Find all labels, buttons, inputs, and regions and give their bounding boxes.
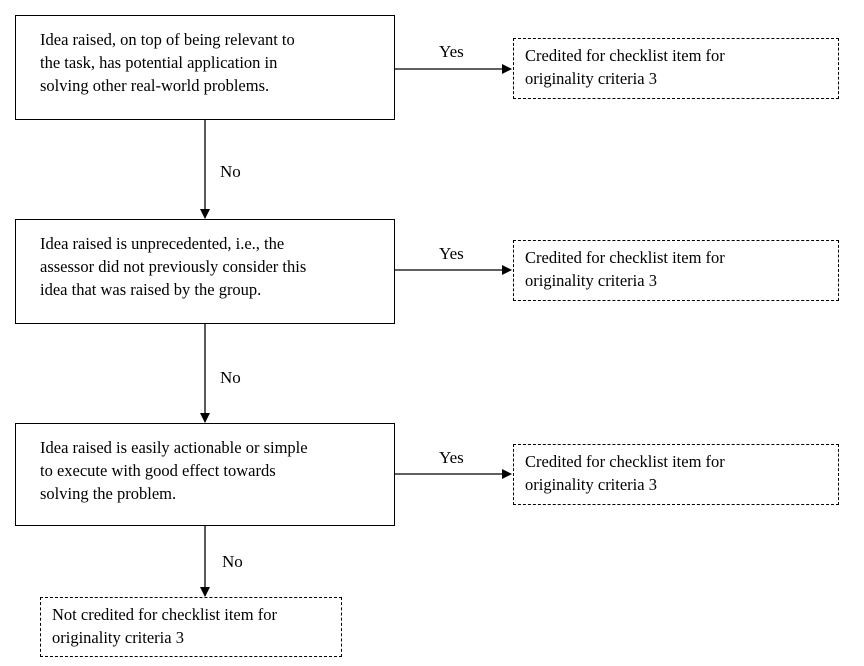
result-box-not-credited: Not credited for checklist item for orig… xyxy=(40,597,342,657)
no-label-3: No xyxy=(222,552,243,571)
decision-line: solving the problem. xyxy=(40,484,177,503)
decision-box-relevance: Idea raised, on top of being relevant to… xyxy=(15,15,395,120)
result-line: Credited for checklist item for xyxy=(525,452,725,471)
result-box-credited-2: Credited for checklist item for original… xyxy=(513,240,839,301)
result-line: originality criteria 3 xyxy=(52,628,184,647)
yes-label-2: Yes xyxy=(439,244,464,263)
decision-line: the task, has potential application in xyxy=(40,53,278,72)
result-box-credited-3: Credited for checklist item for original… xyxy=(513,444,839,505)
decision-line: Idea raised is unprecedented, i.e., the xyxy=(40,234,285,253)
decision-box-unprecedented: Idea raised is unprecedented, i.e., the … xyxy=(15,219,395,324)
yes-label-1: Yes xyxy=(439,42,464,61)
result-line: Not credited for checklist item for xyxy=(52,605,277,624)
result-line: Credited for checklist item for xyxy=(525,46,725,65)
result-line: originality criteria 3 xyxy=(525,475,657,494)
no-label-1: No xyxy=(220,162,241,181)
decision-line: assessor did not previously consider thi… xyxy=(40,257,307,276)
yes-label-3: Yes xyxy=(439,448,464,467)
decision-line: idea that was raised by the group. xyxy=(40,280,262,299)
decision-box-actionable: Idea raised is easily actionable or simp… xyxy=(15,423,395,526)
decision-line: Idea raised is easily actionable or simp… xyxy=(40,438,308,457)
decision-line: Idea raised, on top of being relevant to xyxy=(40,30,295,49)
result-line: Credited for checklist item for xyxy=(525,248,725,267)
result-box-credited-1: Credited for checklist item for original… xyxy=(513,38,839,99)
result-line: originality criteria 3 xyxy=(525,69,657,88)
no-label-2: No xyxy=(220,368,241,387)
decision-line: solving other real-world problems. xyxy=(40,76,270,95)
decision-line: to execute with good effect towards xyxy=(40,461,276,480)
result-line: originality criteria 3 xyxy=(525,271,657,290)
